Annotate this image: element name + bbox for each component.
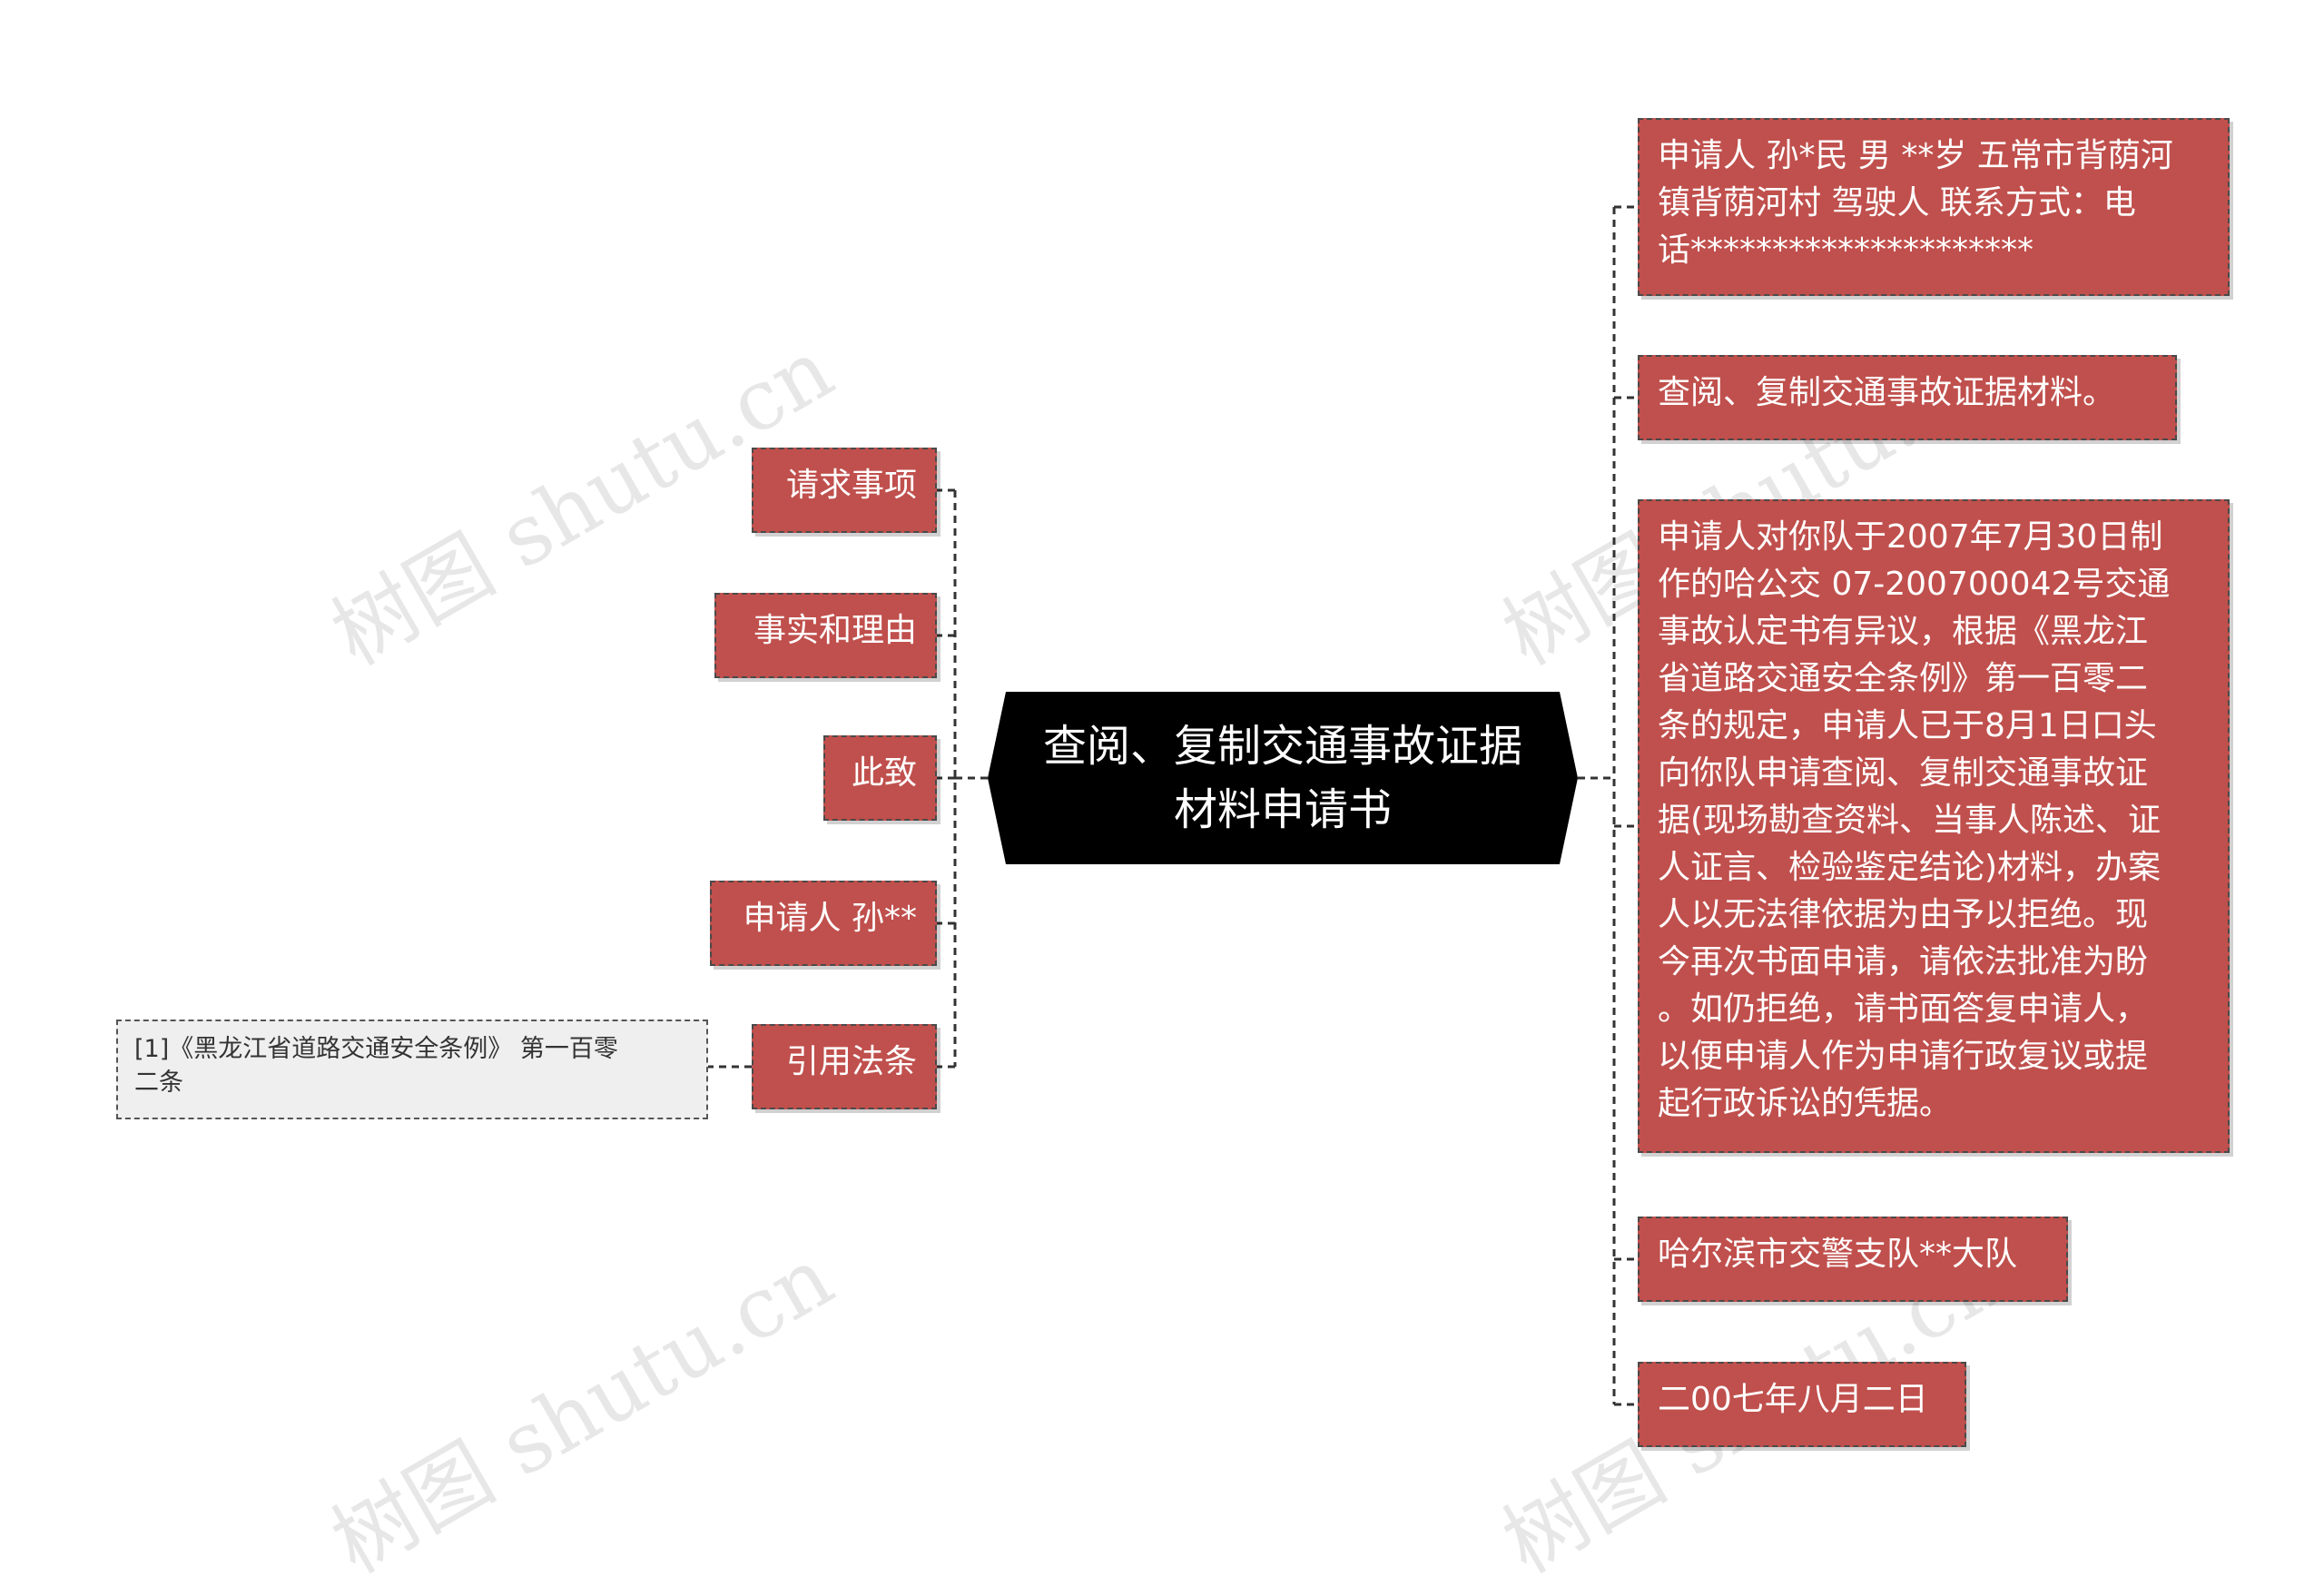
node-qingqiu-shixiang[interactable]: 请求事项 [752, 448, 937, 533]
text-line: 人证言、检验鉴定结论)材料，办案 [1658, 849, 2162, 886]
center-title-line2: 材料申请书 [1173, 784, 1392, 835]
center-title-line1: 查阅、复制交通事故证据 [1042, 721, 1522, 772]
node-date[interactable]: 二00七年八月二日 [1638, 1362, 1966, 1447]
text-line: 省道路交通安全条例》第一百零二 [1658, 660, 2149, 697]
node-cizhi[interactable]: 此致 [823, 735, 937, 821]
text-line: 二00七年八月二日 [1658, 1381, 1928, 1418]
text-line: 申请人 孙*民 男 **岁 五常市背荫河 [1658, 137, 2173, 174]
text-line: 今再次书面申请，请依法批准为盼 [1658, 943, 2149, 980]
text-line: 据(现场勘查资料、当事人陈述、证 [1658, 802, 2162, 839]
text-line: 作的哈公交 07-200700042号交通 [1658, 566, 2171, 603]
node-yinyong-fatiao[interactable]: 引用法条 [752, 1024, 937, 1109]
node-recipient[interactable]: 哈尔滨市交警支队**大队 [1638, 1217, 2068, 1302]
text-line: 话********************* [1658, 232, 2034, 269]
text-line: 哈尔滨市交警支队**大队 [1658, 1236, 2018, 1273]
leaf-line2: 二条 [134, 1069, 183, 1097]
node-facts-reasons[interactable]: 申请人对你队于2007年7月30日制 作的哈公交 07-200700042号交通… [1638, 499, 2230, 1153]
leaf-law-reference[interactable]: [1]《黑龙江省道路交通安全条例》 第一百零 二条 [116, 1020, 708, 1119]
text-line: 事故认定书有异议，根据《黑龙江 [1658, 613, 2149, 650]
text-line: 条的规定，申请人已于8月1日口头 [1658, 707, 2157, 744]
center-node-shape [988, 692, 1578, 864]
node-applicant-info[interactable]: 申请人 孙*民 男 **岁 五常市背荫河 镇背荫河村 驾驶人 联系方式：电 话*… [1638, 118, 2230, 296]
leaf-line1: [1]《黑龙江省道路交通安全条例》 第一百零 [134, 1035, 618, 1063]
center-title: 查阅、复制交通事故证据 材料申请书 [1042, 692, 1523, 864]
node-request-content[interactable]: 查阅、复制交通事故证据材料。 [1638, 355, 2177, 440]
text-line: 申请人对你队于2007年7月30日制 [1658, 518, 2163, 556]
text-line: 起行政诉讼的凭据。 [1658, 1085, 1953, 1122]
text-line: 向你队申请查阅、复制交通事故证 [1658, 754, 2149, 792]
node-shishi-he-liyou[interactable]: 事实和理由 [714, 593, 937, 678]
text-line: 查阅、复制交通事故证据材料。 [1658, 374, 2116, 411]
text-line: 人以无法律依据为由予以拒绝。现 [1658, 896, 2149, 933]
node-shenqingren[interactable]: 申请人 孙** [710, 881, 937, 966]
center-node[interactable]: 查阅、复制交通事故证据 材料申请书 [988, 692, 1578, 864]
connector-lines [708, 205, 1638, 1406]
text-line: 以便申请人作为申请行政复议或提 [1658, 1038, 2149, 1075]
text-line: 。如仍拒绝，请书面答复申请人， [1658, 990, 2149, 1028]
text-line: 镇背荫河村 驾驶人 联系方式：电 [1658, 184, 2136, 222]
